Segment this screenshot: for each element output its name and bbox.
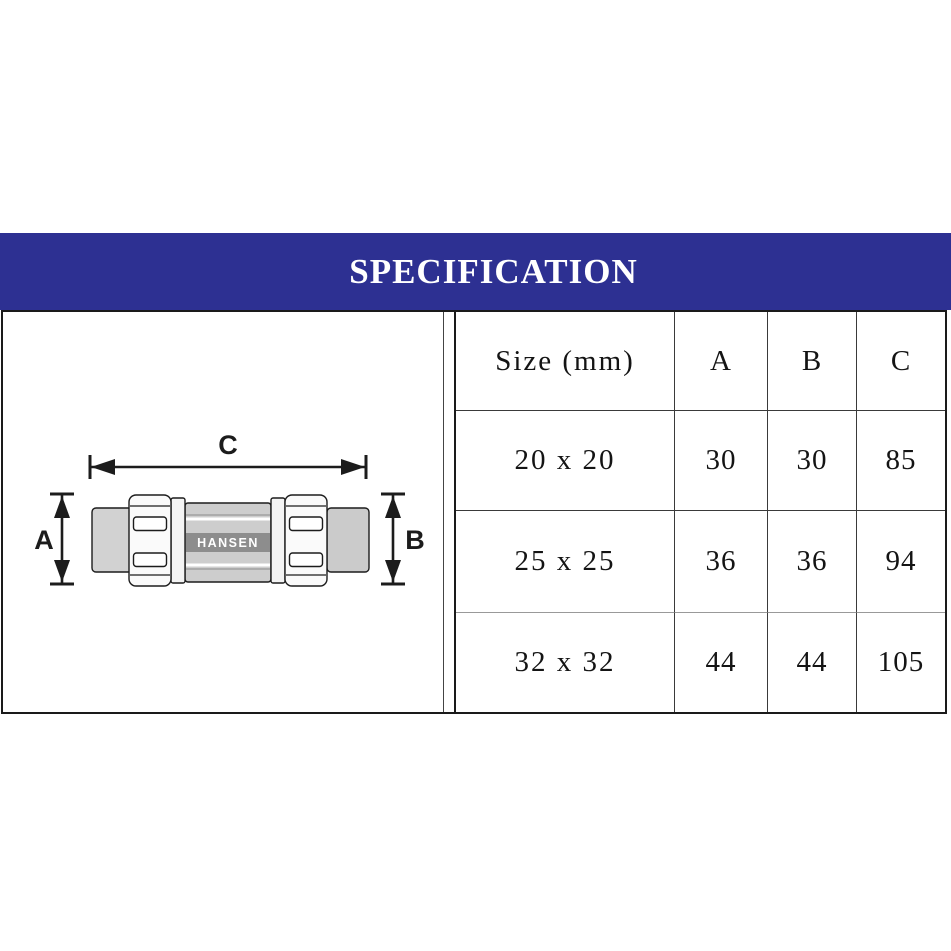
dim-label-c: C [218, 430, 238, 460]
brand-label: HANSEN [197, 536, 259, 550]
row3-a: 44 [675, 613, 768, 712]
dimension-a [50, 492, 74, 586]
row3-c: 105 [857, 613, 945, 712]
column-header-c: C [857, 312, 945, 411]
coupling-right-nut [284, 494, 328, 587]
row1-size: 20 x 20 [456, 411, 675, 511]
row2-b: 36 [768, 511, 857, 613]
row1-b: 30 [768, 411, 857, 511]
coupling-diagram: C A B [34, 430, 425, 587]
row1-c: 85 [857, 411, 945, 511]
coupling-diagram-panel: C A B [3, 312, 444, 712]
row3-b: 44 [768, 613, 857, 712]
dim-label-a: A [34, 525, 54, 555]
brand-band [186, 533, 270, 552]
spec-table: Size (mm) A B C 20 x 20 30 30 85 25 x 25… [454, 312, 945, 712]
coupling-right-collar [270, 497, 286, 584]
column-header-a: A [675, 312, 768, 411]
row2-c: 94 [857, 511, 945, 613]
coupling-right-pipe-end [326, 507, 370, 573]
coupling-left-pipe-end [91, 507, 133, 573]
dimension-c [88, 455, 368, 479]
column-header-size: Size (mm) [456, 312, 675, 411]
coupling-body [91, 494, 370, 587]
specification-header: SPECIFICATION [0, 233, 951, 310]
page-title: SPECIFICATION [349, 251, 638, 291]
row2-size: 25 x 25 [456, 511, 675, 613]
row1-a: 30 [675, 411, 768, 511]
row2-a: 36 [675, 511, 768, 613]
column-header-b: B [768, 312, 857, 411]
coupling-left-nut [128, 494, 172, 587]
dimension-b [381, 492, 405, 586]
dim-label-b: B [405, 525, 425, 555]
row3-size: 32 x 32 [456, 613, 675, 712]
content-panel: C A B [1, 310, 947, 714]
coupling-left-collar [170, 497, 186, 584]
